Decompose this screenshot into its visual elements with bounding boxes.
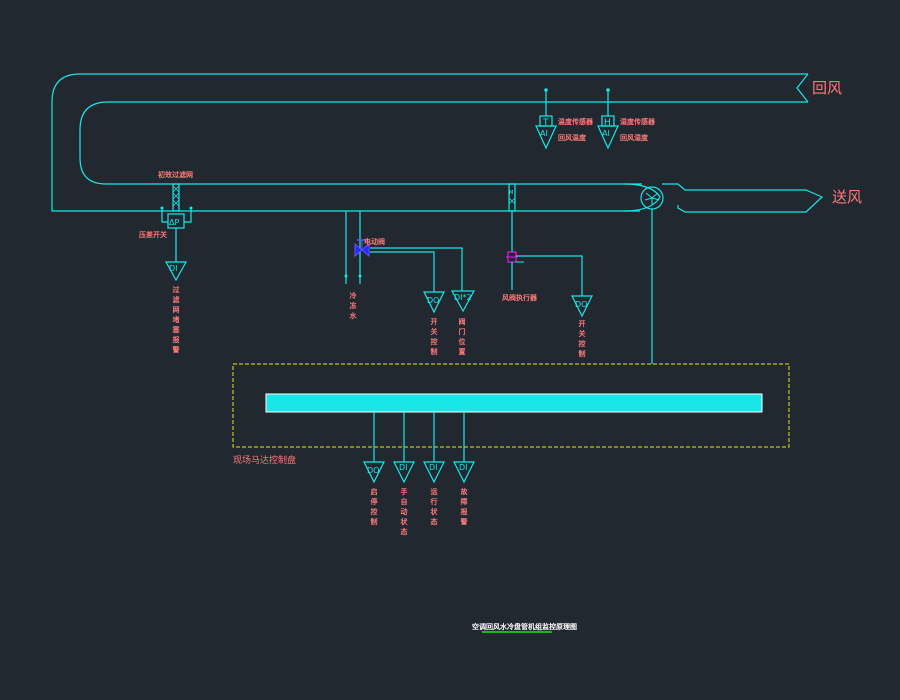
valve-position-io: DI*2: [454, 293, 472, 302]
humidity-sensor: H AI 湿度传感器 回风湿度: [597, 88, 656, 150]
drawing-title: 空调回风水冷盘管机组监控原理图: [472, 622, 577, 631]
dp-switch-label: 压差开关: [139, 230, 167, 239]
damper-control-wire: [516, 255, 583, 296]
dp-symbol: ΔP: [169, 218, 179, 227]
hand-auto-point: DI 手自动状态: [393, 461, 415, 538]
damper-actuator-icon: [506, 251, 524, 263]
filter-alarm-io: DI: [169, 264, 178, 273]
air-duct: [51, 73, 824, 213]
fault-alarm-io: DI: [459, 463, 468, 472]
filter-alarm-label: 过滤网堵塞报警: [172, 285, 181, 356]
damper-label: 风阀执行器: [502, 293, 538, 302]
valve-control-label: 开关控制: [430, 318, 438, 358]
valve-position-wire: [370, 247, 463, 291]
filter-label: 初效过滤网: [158, 170, 193, 179]
return-humidity-label: 回风湿度: [620, 133, 649, 142]
return-temp-label: 回风温度: [558, 133, 587, 142]
valve-position-label: 阀门位置: [458, 317, 466, 358]
differential-pressure-switch: ΔP: [160, 206, 193, 262]
temperature-sensor: T AI 温度传感器 回风温度: [535, 88, 594, 150]
damper-control-label: 开关控制: [578, 320, 586, 360]
panel-label: 现场马达控制盘: [233, 454, 296, 466]
start-stop-io: DO: [367, 466, 379, 475]
start-stop-label: 启停控制: [370, 487, 378, 528]
chilled-water-label: 冷冻水: [349, 291, 358, 322]
return-air-label: 回风: [812, 79, 842, 97]
electric-valve-label: 电动阀: [364, 237, 385, 246]
motor-control-panel: [232, 363, 790, 448]
fault-alarm-point: DI 故障报警: [453, 461, 475, 528]
valve-control-point: DO 开关控制: [423, 291, 445, 358]
fault-alarm-label: 故障报警: [460, 487, 469, 528]
temp-sensor-io: AI: [540, 129, 548, 138]
electric-valve-icon: [354, 239, 370, 258]
filter-icon: [172, 183, 180, 212]
valve-control-wire: [370, 251, 435, 292]
valve-position-point: DI*2 阀门位置: [450, 290, 476, 358]
filter-alarm-point: DI 过滤网堵塞报警: [164, 261, 188, 356]
temp-sensor-letter: T: [542, 118, 549, 128]
run-status-io: DI: [429, 463, 438, 472]
hand-auto-label: 手自动状态: [400, 487, 409, 538]
hand-auto-io: DI: [399, 463, 408, 472]
damper-icon: M: [508, 183, 516, 252]
run-status-point: DI 运行状态: [423, 461, 445, 528]
start-stop-point: DO 启停控制: [363, 461, 385, 528]
humidity-sensor-letter: H: [604, 118, 611, 128]
run-status-label: 运行状态: [430, 488, 439, 528]
damper-control-io: DO: [575, 300, 587, 309]
panel-bus-bar: [265, 393, 763, 413]
valve-control-io: DO: [427, 296, 439, 305]
bottom-points: DO 启停控制 DI 手自动状态 DI 运行状态 DI 故障报警: [363, 412, 475, 538]
chilled-water-pipes: [344, 211, 362, 284]
humidity-sensor-label: 湿度传感器: [620, 117, 656, 126]
humidity-sensor-io: AI: [602, 129, 610, 138]
temp-sensor-label: 温度传感器: [558, 117, 594, 126]
supply-air-label: 送风: [832, 188, 862, 206]
damper-tag: M: [509, 190, 513, 196]
damper-control-point: DO 开关控制: [571, 295, 593, 360]
